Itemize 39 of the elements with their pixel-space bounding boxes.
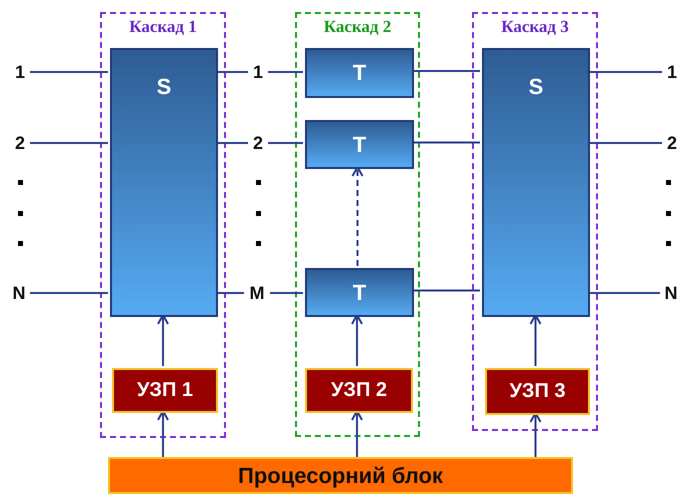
port-label: M (244, 281, 270, 305)
switch-block: S (110, 48, 218, 317)
connector-line (412, 142, 480, 144)
port-label: 1 (662, 60, 682, 84)
group-title: Каскад 3 (500, 17, 570, 37)
port-label: 2 (662, 131, 682, 155)
port-label: 2 (10, 131, 30, 155)
connector-line (216, 292, 244, 294)
connector-line (216, 142, 248, 144)
control-unit-box: УЗП 2 (305, 368, 413, 413)
connector-line (268, 71, 303, 73)
port-label: 1 (10, 60, 30, 84)
connector-line (30, 292, 108, 294)
dashed-group-frame (100, 12, 226, 438)
dashed-group-frame (295, 12, 420, 437)
connector-line (412, 290, 480, 292)
connector-line (588, 292, 660, 294)
connector-line (588, 142, 662, 144)
group-title: Каскад 2 (322, 17, 392, 37)
processor-box: Процесорний блок (108, 457, 573, 494)
port-label: N (8, 281, 30, 305)
switch-block: T (305, 120, 414, 169)
switch-block: S (482, 48, 590, 317)
connector-line (268, 142, 303, 144)
port-label: N (660, 281, 682, 305)
switch-block: T (305, 268, 414, 317)
connector-line (216, 71, 248, 73)
connector-line (270, 292, 303, 294)
control-unit-box: УЗП 1 (112, 368, 218, 413)
port-label: 1 (248, 60, 268, 84)
control-unit-box: УЗП 3 (485, 368, 590, 415)
switch-block: T (305, 48, 414, 98)
group-title: Каскад 1 (128, 17, 198, 37)
connector-line (412, 70, 480, 72)
connector-line (30, 71, 108, 73)
connector-line (30, 142, 108, 144)
connector-line (588, 71, 662, 73)
dashed-group-frame (472, 12, 598, 431)
port-label: 2 (248, 131, 268, 155)
